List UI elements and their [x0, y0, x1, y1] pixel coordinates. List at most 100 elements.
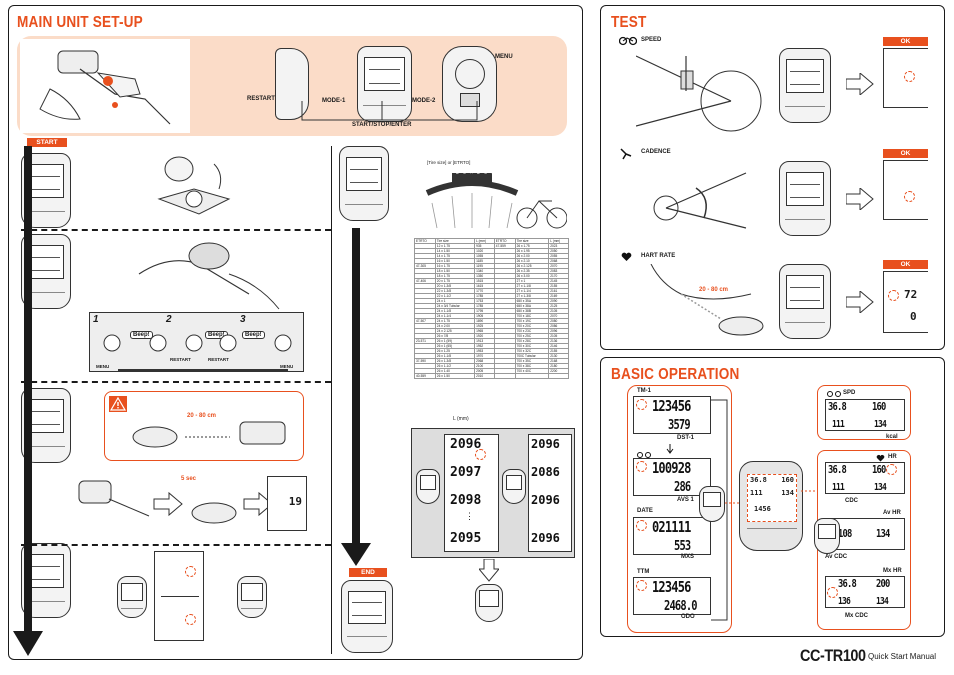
tire-cell: 2010: [474, 373, 495, 379]
speed-lcd: [883, 48, 928, 108]
wheel-ellipsis: ⋮: [465, 511, 474, 521]
cadence-lcd: [883, 160, 928, 220]
label-menu: MENU: [495, 54, 513, 60]
wheel-val-right-0: 2096: [531, 437, 560, 451]
label-cdc: CDC: [845, 498, 858, 504]
center-connector-left: [725, 502, 741, 504]
tire-display-text: 2 0 × 2 5 C: [456, 170, 495, 176]
hand-mount-icon: [39, 50, 171, 125]
tire-cell: [493, 373, 516, 379]
sensor-distance-icon: [132, 421, 286, 448]
final-device: [475, 584, 503, 622]
sensor-battery-icon: [157, 156, 231, 215]
bottom-device-a: [117, 576, 147, 618]
lcd-avs1-top: 100928: [652, 459, 691, 477]
lcd-hr: 36.8 160 111 134: [825, 462, 905, 494]
right-mode-group: [817, 385, 911, 440]
lcd-tm1-top: 123456: [652, 397, 691, 415]
tire-cell: [514, 373, 550, 379]
bicycle-icon: [619, 36, 637, 46]
wrist-strap-icon: [138, 242, 280, 310]
center-lcd-4: 134: [781, 489, 794, 497]
hr-arrow-icon: [846, 291, 874, 313]
wheel-val-left-2: 2098: [450, 493, 482, 508]
wheel-val-left-1: 2097: [450, 465, 482, 480]
heart-icon: [621, 252, 632, 261]
l-mm-label: L (mm): [453, 416, 469, 422]
warning-box: 20 - 80 cm: [104, 391, 304, 461]
label-hr: HR: [888, 454, 897, 460]
lcd-tm1: 123456 3579: [633, 396, 711, 434]
lcd-hr-top-r: 160: [872, 463, 886, 476]
button-press-icons: [103, 334, 292, 352]
speed-label: SPEED: [641, 37, 662, 43]
lcd-spd-top: 36.8: [828, 400, 847, 413]
warning-distance-label: 20 - 80 cm: [187, 413, 217, 419]
cadence-label: CADENCE: [641, 149, 671, 155]
label-restart: RESTART: [247, 96, 275, 102]
step-number-1: 1: [93, 314, 99, 325]
label-mxs: MXS: [681, 554, 695, 560]
flash-screen-box: [154, 551, 204, 641]
label-mode1: MODE-1: [322, 98, 346, 104]
cadence-icon: [620, 148, 632, 160]
lcd-date-top: 021111: [652, 518, 691, 536]
label-menu-step1: MENU: [96, 364, 110, 369]
cadence-device: [779, 161, 831, 236]
tire-and-bike-icon: [425, 173, 567, 229]
lcd-spd-bottom-r: 134: [874, 419, 887, 430]
speed-ok-tag: OK: [883, 37, 928, 46]
wheel-val-left-3: 2095: [450, 531, 482, 546]
lcd-avs1: 100928 286: [633, 458, 711, 496]
tire-cell: 26 x 1.50: [434, 373, 476, 379]
column-divider: [331, 146, 332, 654]
lcd-avhr-top-r: 134: [876, 527, 890, 540]
center-lcd-5: 1456: [754, 505, 771, 513]
label-mode2: MODE-2: [412, 98, 436, 104]
bicycle-small-icon: [637, 452, 651, 458]
sensor-pairing-icon: [78, 480, 273, 524]
lcd-hr-bottom: 111: [832, 482, 845, 493]
test-panel: TEST SPEED OK CADENCE OK HART RATE 20 - …: [600, 5, 945, 350]
bottom-device-b: [237, 576, 267, 618]
lcd-date-bottom: 553: [674, 539, 691, 554]
cadence-arrow-icon: [846, 188, 874, 210]
label-menu-step3: MENU: [280, 364, 294, 369]
wheel-col-right: 2096 2086 2096 2096: [528, 434, 572, 552]
lcd-mxhr: 36.8 200 136 134: [825, 576, 905, 608]
divider-3: [21, 544, 331, 546]
tire-cell: 40-559: [414, 373, 436, 379]
lcd-spd: 36.8 160 111 134: [825, 399, 905, 431]
lcd-ttm-top: 123456: [652, 578, 691, 596]
lcd-spd-bottom: 111: [832, 419, 845, 430]
product-subtitle: Quick Start Manual: [868, 652, 937, 661]
lcd-spd-top-r: 160: [872, 400, 886, 413]
label-restart-step2b: RESTART: [208, 357, 229, 362]
start-tag: START: [27, 138, 67, 147]
device-rear-view: [442, 46, 497, 122]
label-avhr: Av HR: [883, 510, 901, 516]
button-connector-lines: [301, 101, 478, 121]
chest-strap-illustration: [650, 264, 764, 336]
lcd-avs1-bottom: 286: [674, 480, 691, 495]
hr-lcd: 72 0: [883, 271, 928, 333]
center-device-wrap: 36.8 160 111 134 1456: [739, 461, 803, 551]
center-lcd-1: 36.8: [750, 476, 767, 484]
lcd-mxhr-bottom-r: 134: [876, 596, 889, 607]
label-odo: ODO: [681, 614, 695, 620]
hr-device: [779, 264, 831, 339]
lcd-ttm: 123456 2468.0: [633, 577, 711, 615]
label-kcal: kcal: [886, 434, 898, 440]
warning-icon: [109, 396, 127, 412]
divider-1: [21, 229, 331, 231]
section-title-basic: BASIC OPERATION: [611, 366, 740, 383]
lcd-hr-bottom-r: 134: [874, 482, 887, 493]
lcd-date: 021111 553: [633, 517, 711, 555]
left-mode-device: [699, 486, 725, 522]
center-connector-right: [801, 490, 817, 492]
lcd-tm1-bottom: 3579: [668, 418, 691, 433]
speed-sensor-illustration: [636, 55, 762, 132]
